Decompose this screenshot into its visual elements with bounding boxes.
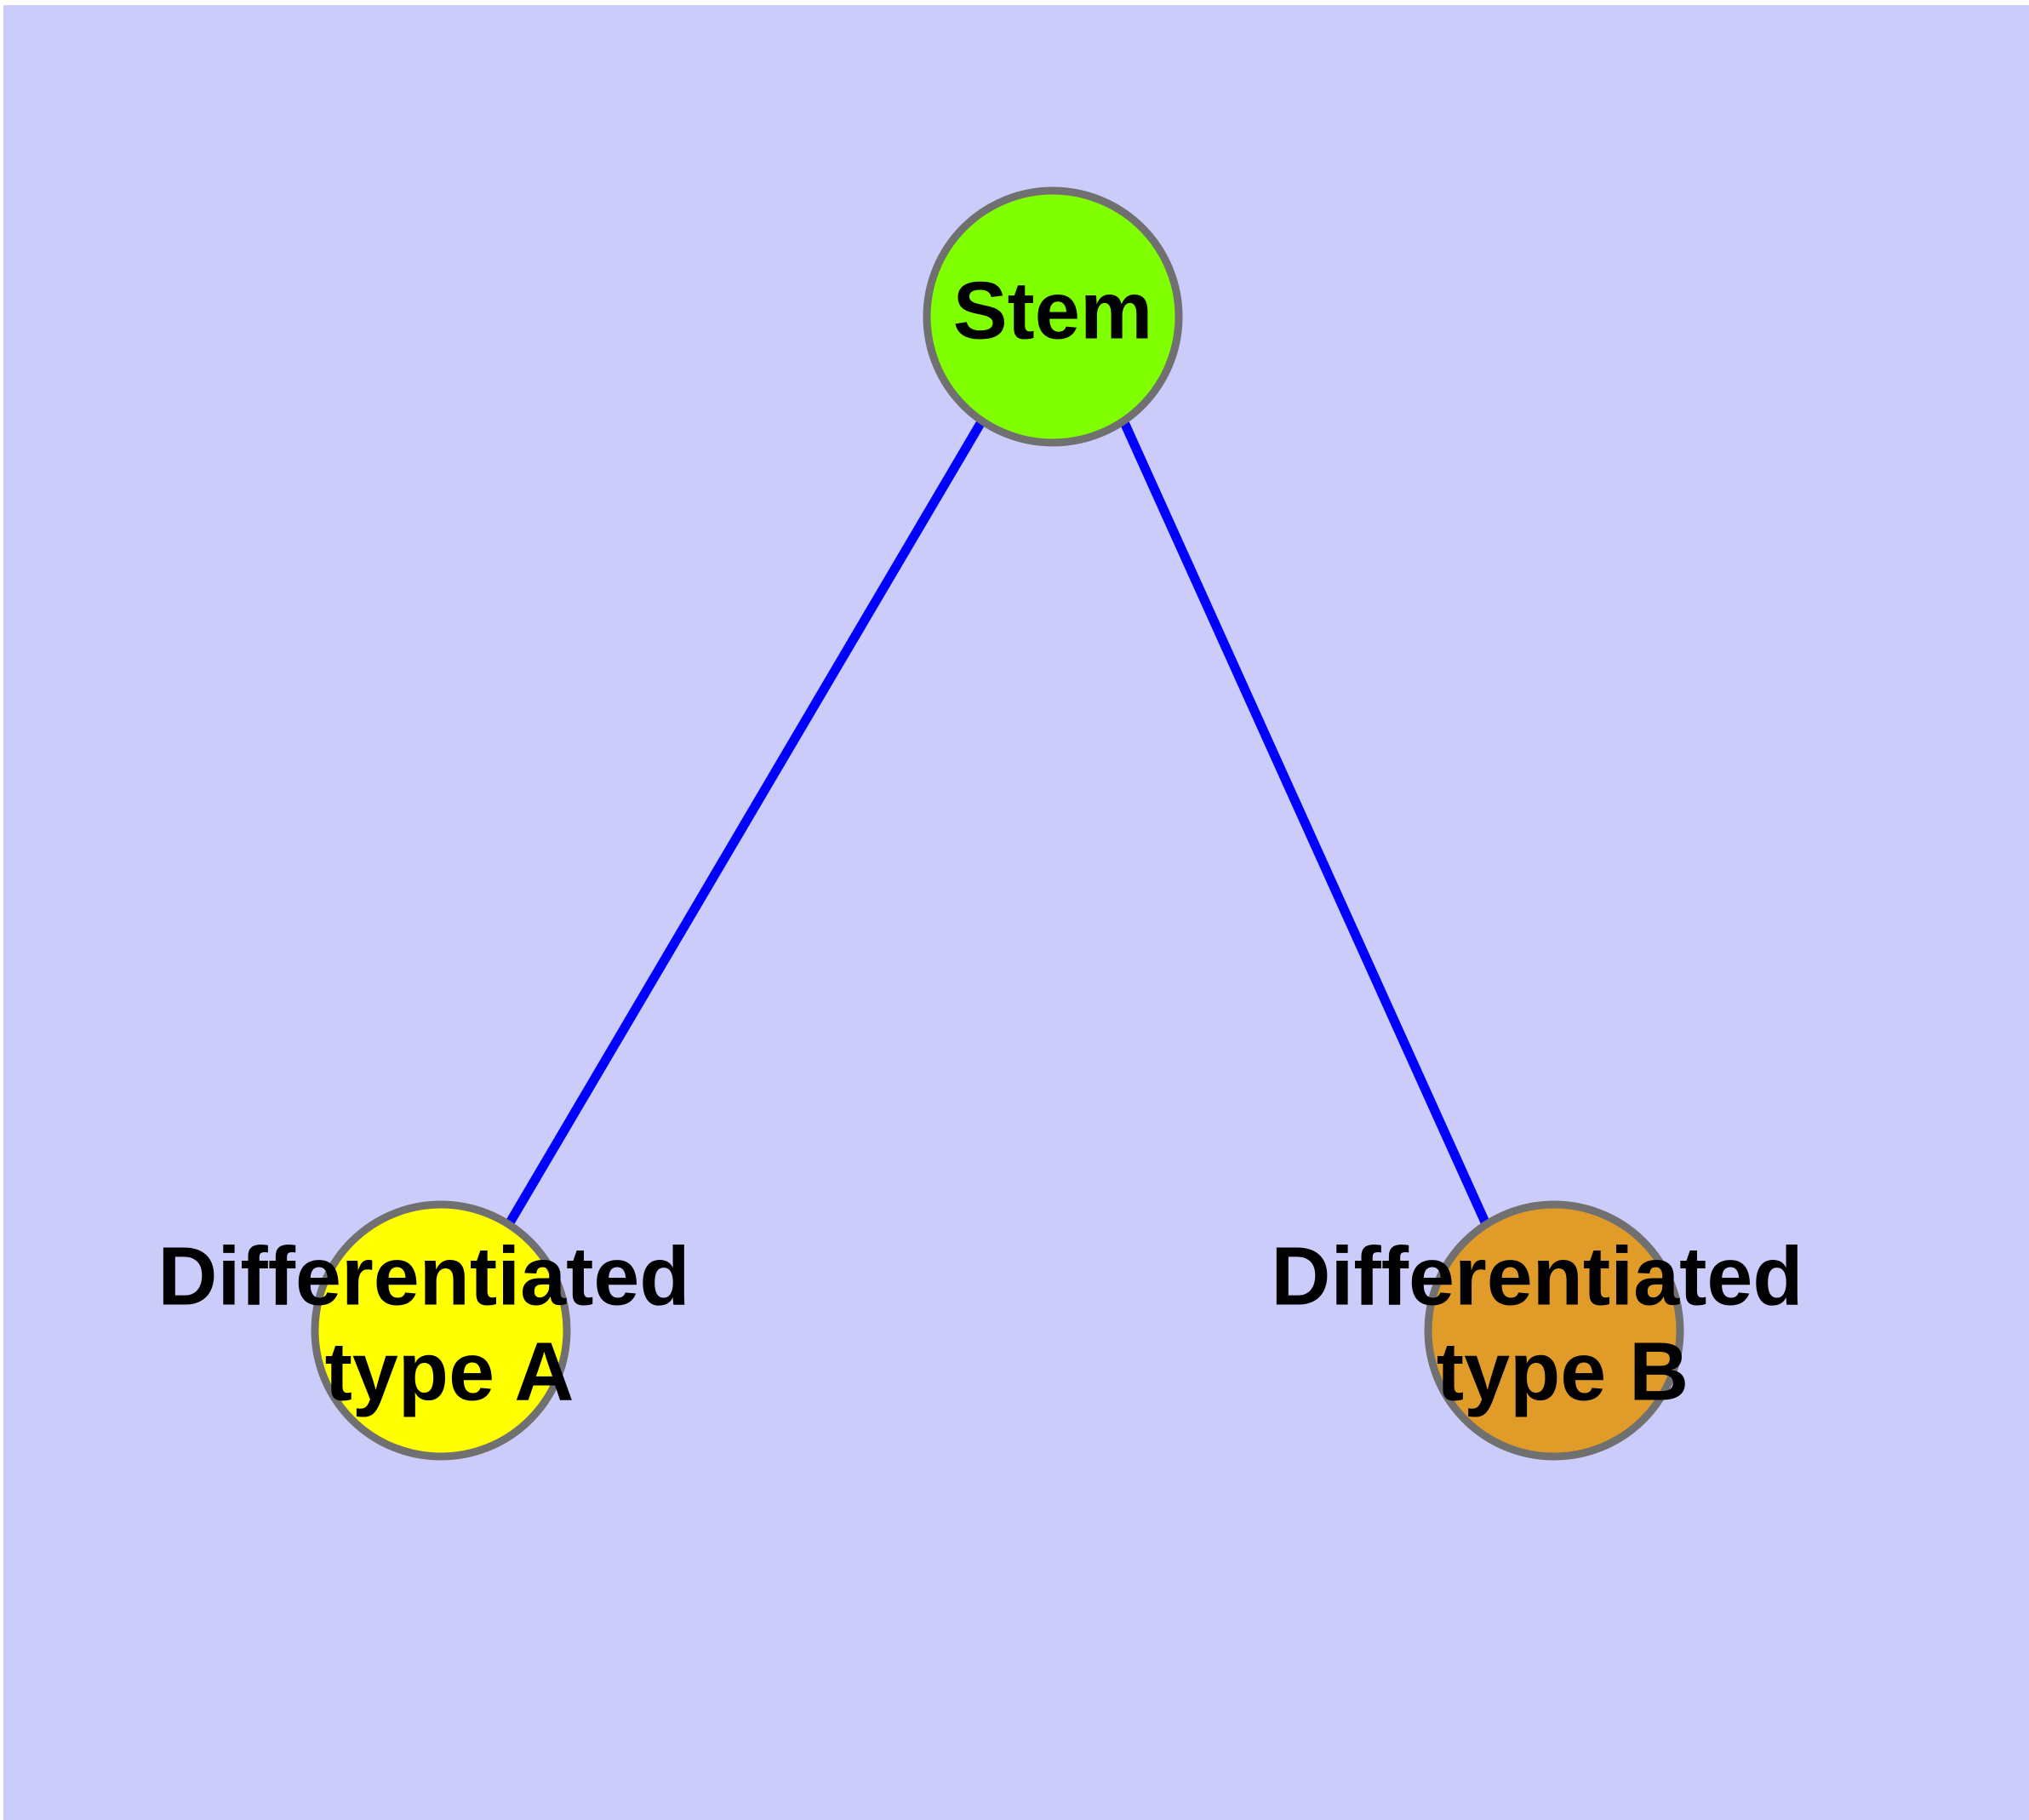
node-differentiated-type-b-label-line1: Differentiated [1271, 1230, 1803, 1323]
node-differentiated-type-b-circle[interactable] [1424, 1200, 1684, 1461]
graph-svg: Stem Differentiated type A Differentiate… [157, 186, 1803, 1461]
node-stem-circle[interactable] [923, 186, 1183, 447]
node-differentiated-type-a-label-line2: type A [325, 1325, 574, 1418]
node-differentiated-type-a[interactable]: Differentiated type A [157, 1200, 690, 1461]
edges-layer [505, 418, 1491, 1227]
edge-stem-to-differentiated-a [505, 418, 986, 1227]
node-differentiated-type-a-circle[interactable] [311, 1200, 571, 1461]
node-stem-label: Stem [953, 265, 1153, 356]
node-differentiated-type-b-label-line2: type B [1437, 1325, 1689, 1418]
diagram-canvas: Stem Differentiated type A Differentiate… [3, 5, 2029, 1820]
node-differentiated-type-a-label-line1: Differentiated [157, 1230, 689, 1323]
node-stem[interactable]: Stem [923, 186, 1183, 447]
nodes-layer: Stem Differentiated type A Differentiate… [157, 186, 1803, 1461]
node-differentiated-type-b[interactable]: Differentiated type B [1271, 1200, 1803, 1461]
edge-stem-to-differentiated-b [1118, 418, 1491, 1227]
